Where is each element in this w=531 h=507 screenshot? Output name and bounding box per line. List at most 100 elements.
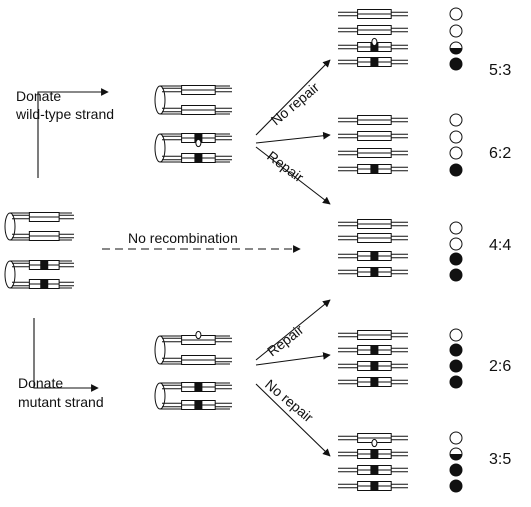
mutation-mark [370, 449, 379, 459]
ratio-label-1: 5:3 [489, 62, 511, 79]
no-recombination-label: No recombination [128, 230, 238, 246]
spore-open [449, 7, 463, 21]
donate-wt-label-line1: Donate [16, 88, 61, 104]
chromatid-duplex-top [12, 260, 74, 270]
donate-mut-label-line2: mutant strand [18, 394, 104, 410]
chromatid-end [154, 335, 166, 365]
mutation-mark [370, 377, 379, 387]
no-repair-lower-label: No repair [262, 376, 317, 425]
chromatid-duplex-top [162, 382, 232, 392]
mutation-mark [40, 279, 49, 289]
spore-filled [449, 463, 463, 477]
ratio-label-2: 6:2 [489, 145, 511, 162]
arrow-repair-to-4-4-lower [255, 299, 331, 361]
chromatid-duplex-top [162, 330, 232, 345]
chromatid-end [4, 260, 16, 289]
outcome-duplex-5-4 [338, 481, 408, 491]
ratio-label-5: 3:5 [489, 451, 511, 468]
mutation-mark [370, 164, 379, 174]
chromatid-duplex-bottom [162, 105, 232, 115]
repair-upper-label: Repair [264, 148, 307, 186]
chromatid-duplex-top [12, 212, 74, 222]
outcome-duplex-3-3 [338, 251, 408, 261]
spore-open [449, 130, 463, 144]
chromatid-duplex-bottom [162, 153, 232, 163]
spore-half-fill [450, 454, 462, 460]
outcome-duplex-4-1 [338, 330, 408, 340]
spore-open [449, 24, 463, 38]
outcome-duplex-1-4 [338, 57, 408, 67]
mutation-mark [194, 382, 203, 392]
ratio-label-4: 2:6 [489, 358, 511, 375]
spore-filled [449, 479, 463, 493]
spore-open [449, 113, 463, 127]
outcome-duplex-5-3 [338, 465, 408, 475]
spore-open [449, 146, 463, 160]
mutation-mark [40, 260, 49, 270]
mutation-mark [370, 481, 379, 491]
arrow-no-repair-lower [255, 383, 331, 457]
mutation-mark [370, 465, 379, 475]
chromatid-duplex-bottom [12, 279, 74, 289]
mismatch-loop [195, 330, 202, 340]
spore-open [449, 431, 463, 445]
spore-filled [449, 163, 463, 177]
spore-filled [449, 252, 463, 266]
mutation-mark [370, 251, 379, 261]
mismatch-loop [371, 438, 378, 448]
no-repair-upper-label: No repair [268, 79, 323, 128]
donate-mut-label-line1: Donate [18, 375, 63, 391]
outcome-duplex-1-3 [338, 37, 408, 52]
spore-half-fill [450, 48, 462, 54]
outcome-duplex-2-1 [338, 115, 408, 125]
ratio-label-3: 4:4 [489, 237, 511, 254]
mutation-mark [370, 57, 379, 67]
mismatch-loop [371, 37, 378, 47]
mutation-mark [194, 153, 203, 163]
mutation-mark [370, 361, 379, 371]
chromatid-duplex-top [162, 133, 232, 148]
mismatch-loop [195, 138, 202, 148]
arrow-no-repair-upper [255, 59, 331, 136]
arrow-donate-wildtype [37, 88, 109, 178]
spore-half [449, 447, 463, 461]
donate-wt-label-line2: wild-type strand [15, 106, 114, 122]
diagram-drawing [4, 7, 463, 493]
spore-open [449, 237, 463, 251]
spore-filled [449, 343, 463, 357]
outcome-duplex-4-4 [338, 377, 408, 387]
arrow-repair-to-4-4-upper [255, 146, 331, 205]
outcome-duplex-1-2 [338, 25, 408, 35]
mutation-mark [370, 267, 379, 277]
arrow-repair-to-6-2 [255, 131, 331, 144]
mutation-mark [194, 400, 203, 410]
mutation-mark [194, 133, 203, 143]
repair-lower-label: Repair [264, 321, 307, 359]
outcome-duplex-3-1 [338, 219, 408, 229]
arrow-repair-to-2-6 [255, 352, 331, 366]
chromatid-end [154, 85, 166, 115]
chromatid-duplex-bottom [12, 231, 74, 241]
outcome-duplex-2-3 [338, 148, 408, 158]
mutation-mark [370, 345, 379, 355]
outcome-duplex-1-1 [338, 9, 408, 19]
outcome-duplex-4-2 [338, 345, 408, 355]
chromatid-end [154, 382, 166, 410]
spore-open [449, 221, 463, 235]
outcome-duplex-4-3 [338, 361, 408, 371]
arrow-donate-mutant [33, 318, 99, 392]
chromatid-end [4, 212, 16, 241]
chromatid-duplex-bottom [162, 355, 232, 365]
chromatid-duplex-bottom [162, 400, 232, 410]
chromatid-end [154, 133, 166, 163]
spore-filled [449, 268, 463, 282]
spore-open [449, 328, 463, 342]
spore-half [449, 41, 463, 55]
chromatid-duplex-top [162, 85, 232, 95]
spore-filled [449, 359, 463, 373]
outcome-duplex-2-2 [338, 131, 408, 141]
outcome-duplex-2-4 [338, 164, 408, 174]
outcome-duplex-3-2 [338, 233, 408, 243]
spore-filled [449, 375, 463, 389]
spore-filled [449, 57, 463, 71]
